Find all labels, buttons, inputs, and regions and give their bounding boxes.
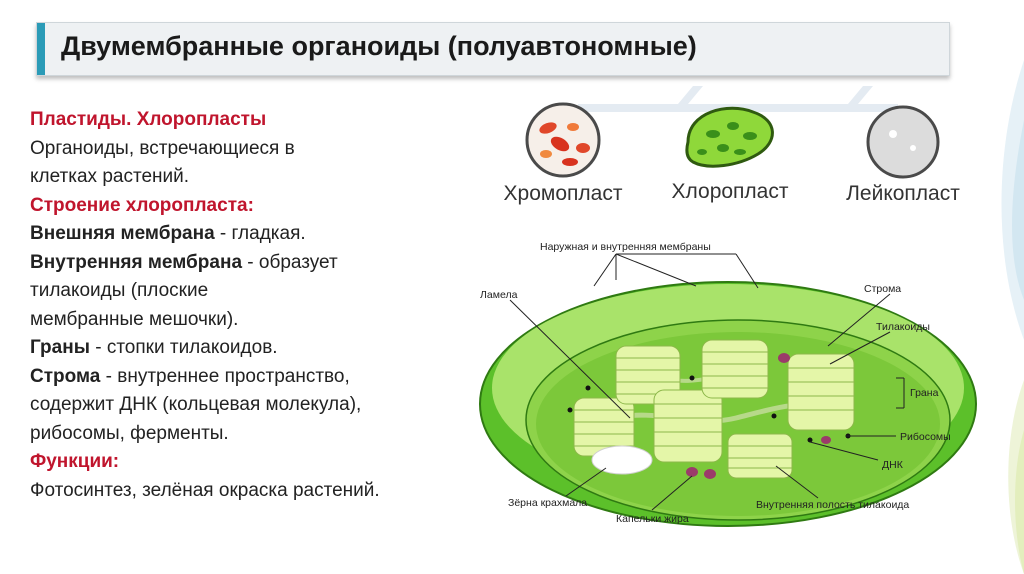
label-membranes: Наружная и внутренняя мембраны	[540, 241, 711, 253]
inner-membrane-desc: - образует	[242, 251, 338, 273]
heading-structure: Строение хлоропласта:	[30, 194, 254, 216]
outer-membrane-line: Внешняя мембрана - гладкая.	[30, 220, 470, 249]
stroma-desc: - внутреннее пространство,	[100, 365, 350, 387]
label-thylakoids: Тилакоиды	[876, 321, 930, 333]
starch-grain	[591, 445, 653, 475]
granum-1	[573, 397, 635, 457]
label-lumen: Внутренняя полость тилакоида	[756, 499, 909, 511]
chromoplast-label: Хромопласт	[504, 182, 623, 205]
heading-functions: Функции:	[30, 451, 120, 472]
inner-membrane-term: Внутренняя мембрана	[30, 251, 243, 273]
heading-plastids: Пластиды. Хлоропласты	[30, 109, 267, 130]
chloroplast-structure-diagram: Наружная и внутренняя мембраны Ламела Ст…	[466, 228, 990, 546]
label-dna: ДНК	[882, 459, 904, 471]
outer-membrane-desc: - гладкая.	[214, 223, 306, 244]
label-stroma: Строма	[864, 283, 901, 295]
intro-line-1: Органоиды, встречающиеся в	[30, 137, 295, 159]
chloroplast-image	[685, 106, 774, 168]
functions-desc: Фотосинтез, зелёная окраска растений.	[30, 479, 380, 501]
label-lamella: Ламела	[480, 289, 518, 301]
lipid-droplets	[686, 353, 831, 479]
stroma-line-3: рибосомы, ферменты.	[30, 422, 229, 444]
title-bar: Двумембранные органоиды (полуавтономные)	[36, 22, 950, 76]
slide-title: Двумембранные органоиды (полуавтономные)	[61, 31, 697, 61]
label-ribosomes: Рибосомы	[900, 431, 951, 443]
label-grana: Грана	[910, 387, 939, 399]
stroma-term: Строма	[30, 365, 101, 387]
grana-line: Граны - стопки тилакоидов.	[30, 334, 470, 363]
stroma-line-2: содержит ДНК (кольцевая молекула),	[30, 394, 362, 415]
granum-4	[701, 339, 769, 399]
chromoplast-image	[525, 102, 601, 178]
chloroplast-label: Хлоропласт	[672, 180, 789, 203]
grana-term: Граны	[30, 337, 90, 358]
connector-arrows	[578, 86, 898, 112]
inner-membrane-line-3: мембранные мешочки).	[30, 308, 239, 330]
decorative-edge	[1001, 60, 1024, 574]
plastid-types-illustration: Хромопласт Хлоропласт Лейкопласт	[504, 86, 960, 205]
granum-6	[727, 433, 793, 479]
leucoplast-label: Лейкопласт	[846, 182, 960, 205]
stroma-line: Строма - внутреннее пространство,	[30, 363, 470, 392]
grana-desc: - стопки тилакоидов.	[89, 337, 278, 358]
inner-membrane-line-2: тилакоиды (плоские	[30, 280, 209, 301]
granum-3	[653, 389, 723, 463]
inner-membrane-line: Внутренняя мембрана - образует	[30, 249, 470, 278]
intro-line-2: клетках растений.	[30, 166, 190, 187]
leucoplast-image	[866, 105, 940, 179]
label-lipid: Капельки жира	[616, 513, 689, 525]
description-text: Пластиды. Хлоропласты Органоиды, встреча…	[30, 106, 470, 505]
outer-membrane-term: Внешняя мембрана	[30, 223, 215, 244]
granum-5	[787, 353, 855, 431]
label-starch: Зёрна крахмала	[508, 497, 587, 509]
